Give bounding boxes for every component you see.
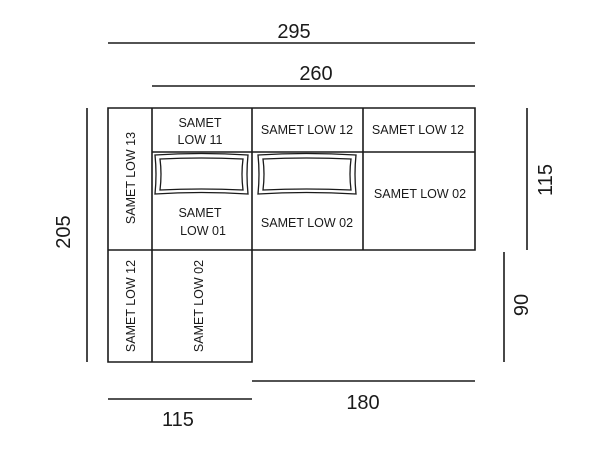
module-mid-seat: SAMET LOW 02 xyxy=(261,216,353,230)
module-right-seat: SAMET LOW 02 xyxy=(374,187,466,201)
dim-top-total: 295 xyxy=(277,21,310,43)
module-mid-back: SAMET LOW 12 xyxy=(261,123,353,137)
cushion-left xyxy=(154,152,249,195)
module-corner-top-line2: LOW 11 xyxy=(178,133,223,147)
module-corner-lower: SAMET LOW 02 xyxy=(192,260,206,352)
dim-bottom-right: 180 xyxy=(346,392,379,414)
module-corner-top-line1: SAMET xyxy=(178,116,221,130)
module-right-back: SAMET LOW 12 xyxy=(372,123,464,137)
dim-top-inner: 260 xyxy=(299,63,332,85)
dim-bottom-left: 115 xyxy=(162,409,194,431)
dim-right-upper: 115 xyxy=(535,164,557,196)
module-left-lower: SAMET LOW 12 xyxy=(124,260,138,352)
module-corner-seat-line2: LOW 01 xyxy=(180,224,226,238)
sofa-outline xyxy=(107,107,476,363)
dim-right-lower: 90 xyxy=(511,294,533,316)
module-corner-seat-line1: SAMET xyxy=(178,206,221,220)
dim-left-height: 205 xyxy=(53,215,75,248)
module-left-upper: SAMET LOW 13 xyxy=(124,132,138,224)
cushion-mid xyxy=(257,152,357,195)
